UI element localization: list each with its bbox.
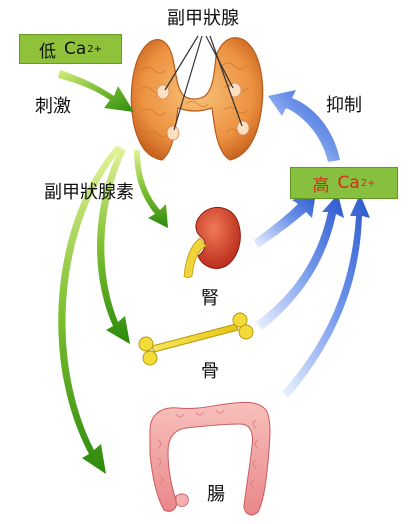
parathyroid-gland-illustration (131, 36, 262, 160)
inhibit-label: 抑制 (326, 97, 362, 115)
intestine-label: 腸 (207, 486, 225, 504)
low-calcium-prefix: 低 (39, 37, 56, 62)
stimulate-label: 刺激 (35, 98, 71, 116)
low-calcium-charge: 2+ (87, 44, 102, 55)
bone-illustration (139, 313, 253, 365)
arrow-from-kidney (254, 192, 316, 248)
low-calcium-box: 低 Ca 2+ (19, 34, 122, 64)
bone-label: 骨 (201, 363, 219, 381)
arrow-to-bone (97, 148, 130, 344)
high-calcium-prefix: 高 (312, 171, 329, 196)
high-calcium-box: 高 Ca 2+ (290, 167, 398, 199)
hormone-label: 副甲狀腺素 (44, 184, 134, 202)
high-calcium-charge: 2+ (361, 178, 376, 189)
high-calcium-ion: Ca (337, 173, 359, 193)
parathyroid-label: 副甲狀腺 (167, 10, 239, 28)
arrow-to-kidney (134, 150, 168, 228)
kidney-label: 腎 (201, 290, 219, 308)
low-calcium-ion: Ca (64, 39, 86, 59)
kidney-illustration (184, 207, 240, 277)
inhibition-arrows (254, 90, 370, 398)
